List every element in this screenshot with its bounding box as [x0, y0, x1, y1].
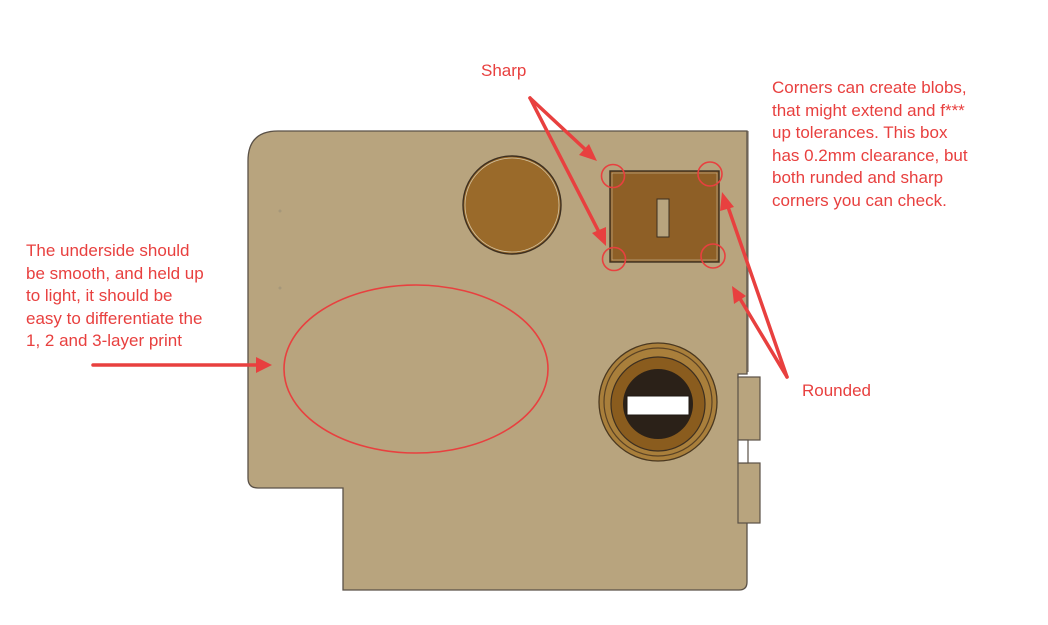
corner-highlight-rounded-bottom [700, 243, 726, 269]
corner-highlight-sharp-top [600, 163, 626, 189]
arrow-rounded-top [725, 202, 789, 379]
dot-marker [278, 209, 282, 213]
annotation-markers [283, 161, 726, 454]
tab-upper [737, 376, 761, 441]
annotation-sharp: Sharp [481, 61, 527, 80]
annotation-underside: The underside should be smooth, and held… [26, 241, 204, 350]
arrow-rounded-bottom [737, 295, 789, 379]
slot-gap [737, 439, 749, 464]
pocket-slot [656, 198, 670, 238]
threaded-boss [598, 342, 718, 462]
edge-tabs [737, 131, 761, 524]
dot-marker [278, 286, 282, 290]
underside-ellipse [283, 284, 549, 454]
arrow-sharp-top [528, 96, 590, 154]
corner-highlight-sharp-bottom [601, 246, 627, 272]
annotation-arrows [91, 96, 789, 379]
corner-highlight-rounded-top [697, 161, 723, 187]
tab-lower [737, 462, 761, 524]
round-boss [462, 155, 562, 255]
boss-slot [626, 395, 690, 416]
annotation-rounded: Rounded [802, 381, 872, 400]
annotation-corners: Corners can create blobs, that might ext… [772, 78, 968, 210]
square-pocket [609, 170, 720, 263]
arrow-sharp-bottom [528, 96, 602, 236]
